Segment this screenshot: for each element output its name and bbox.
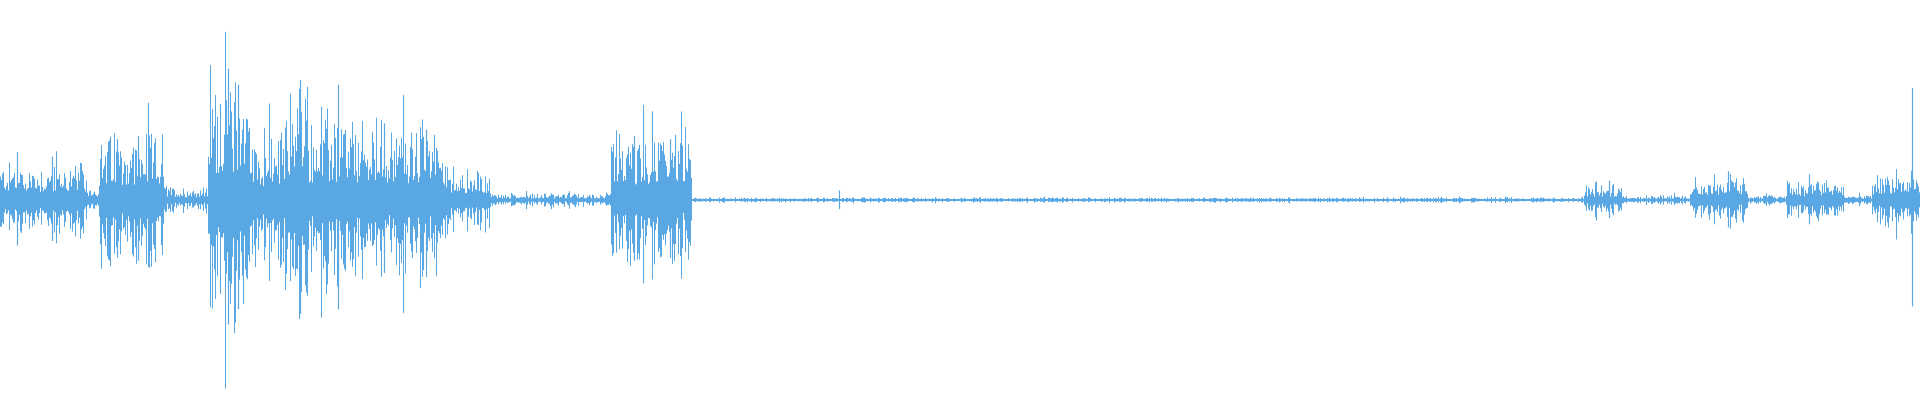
waveform-trace — [0, 31, 1920, 389]
waveform-body — [0, 31, 1920, 389]
